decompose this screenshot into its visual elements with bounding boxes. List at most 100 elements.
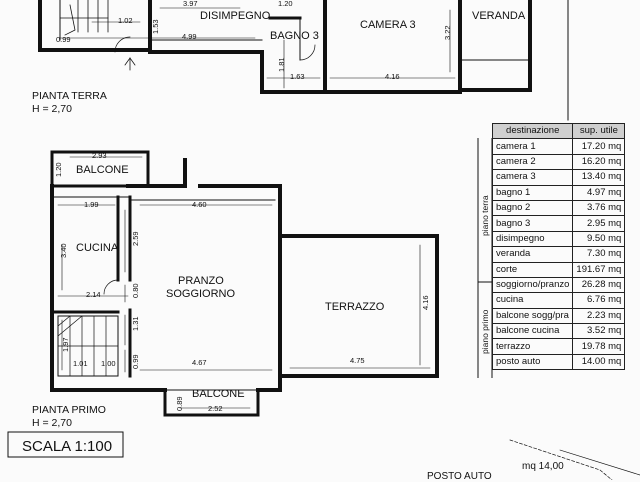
first-floor-height: H = 2,70 — [32, 416, 72, 429]
ground-floor-title: PIANTA TERRA H = 2,70 — [32, 90, 107, 115]
parking-label: POSTO AUTO — [427, 471, 492, 482]
header-destination: destinazione — [491, 122, 574, 140]
row-destination: bagno 1 — [491, 184, 574, 201]
first-floor-walls — [50, 150, 439, 417]
row-destination: camera 3 — [491, 169, 574, 186]
dim-first-252: 2.52 — [208, 404, 223, 413]
dim-ground-499: 4.99 — [182, 32, 197, 41]
dim-first-467: 4.67 — [192, 358, 207, 367]
row-area: 14.00 mq — [572, 353, 626, 371]
row-area: 13.40 mq — [572, 169, 626, 186]
row-area: 19.78 mq — [572, 338, 626, 355]
row-area: 7.30 mq — [572, 246, 626, 263]
room-label-disimpegno: DISIMPEGNO — [200, 10, 271, 22]
room-label-pranzo: PRANZO — [178, 275, 224, 287]
dim-ground-153: 1.53 — [151, 19, 160, 34]
dim-first-100: 1.00 — [101, 359, 116, 368]
dim-ground-102: 1.02 — [118, 16, 133, 25]
row-destination: veranda — [491, 246, 574, 263]
ground-floor-name: PIANTA TERRA — [32, 90, 107, 102]
row-area: 2.23 mq — [572, 307, 626, 325]
row-area: 16.20 mq — [572, 153, 626, 171]
dim-ground-120: 1.20 — [278, 0, 293, 8]
area-table-header: destinazione sup. utile — [491, 122, 626, 140]
row-area: 3.76 mq — [572, 199, 626, 217]
dim-first-099: 0.99 — [131, 354, 140, 369]
row-destination: balcone cucina — [491, 323, 574, 340]
row-destination: terrazzo — [491, 338, 574, 355]
row-area: 17.20 mq — [572, 138, 626, 155]
room-label-bagno-3: BAGNO 3 — [270, 30, 319, 42]
row-destination: cucina — [491, 292, 574, 309]
row-destination: balcone sogg/pra — [491, 307, 574, 325]
dim-ground-163: 1.63 — [290, 72, 305, 81]
dim-first-214: 2.14 — [86, 290, 101, 299]
scale-box — [7, 431, 124, 458]
dim-first-199: 1.99 — [84, 200, 99, 209]
row-area: 9.50 mq — [572, 230, 626, 248]
dim-ground-397: 3.97 — [183, 0, 198, 8]
row-area: 2.95 mq — [572, 215, 626, 232]
scale-label: SCALA 1:100 — [22, 438, 113, 455]
dim-first-089: 0.89 — [175, 396, 184, 411]
dim-first-293: 2.93 — [92, 151, 107, 160]
room-label-soggiorno: SOGGIORNO — [166, 288, 236, 300]
row-area: 26.28 mq — [572, 276, 626, 294]
dim-first-101: 1.01 — [73, 359, 88, 368]
dim-ground-181: 1.81 — [277, 57, 286, 72]
row-area: 3.52 mq — [572, 323, 626, 340]
dim-first-416: 4.16 — [421, 295, 430, 310]
room-label-veranda: VERANDA — [472, 10, 526, 22]
parking-area: mq 14,00 — [522, 461, 564, 472]
first-floor-name: PIANTA PRIMO — [32, 404, 106, 416]
row-destination: posto auto — [491, 353, 574, 371]
room-label-camera-3: CAMERA 3 — [360, 19, 416, 31]
dim-ground-416: 4.16 — [385, 72, 400, 81]
dim-first-131: 1.31 — [131, 316, 140, 331]
header-area: sup. utile — [572, 122, 626, 140]
dim-first-460: 4.60 — [192, 200, 207, 209]
dim-first-340: 3.40 — [59, 243, 68, 258]
dim-ground-099: 0.99 — [56, 35, 71, 44]
dim-first-120: 1.20 — [54, 162, 63, 177]
row-destination: bagno 2 — [491, 199, 574, 217]
row-area: 6.76 mq — [572, 292, 626, 309]
room-label-cucina: CUCINA — [76, 242, 119, 254]
dim-first-475: 4.75 — [350, 356, 365, 365]
row-area: 191.67 mq — [572, 261, 626, 278]
dim-first-080: 0.80 — [131, 283, 140, 298]
row-destination: camera 2 — [491, 153, 574, 171]
dim-first-197: 1.97 — [61, 337, 70, 352]
room-label-balcone-bottom: BALCONE — [192, 388, 245, 400]
row-destination: corte — [491, 261, 574, 278]
ground-floor-walls — [38, 0, 569, 121]
room-label-terrazzo: TERRAZZO — [325, 301, 385, 313]
first-floor-title: PIANTA PRIMO H = 2,70 — [32, 404, 106, 429]
room-label-balcone-top: BALCONE — [76, 164, 129, 176]
dim-first-259: 2.59 — [131, 231, 140, 246]
row-destination: bagno 3 — [491, 215, 574, 232]
row-destination: soggiorno/pranzo — [491, 276, 574, 294]
dim-ground-322: 3.22 — [443, 25, 452, 40]
row-destination: camera 1 — [491, 138, 574, 155]
ground-floor-height: H = 2,70 — [32, 102, 72, 115]
row-area: 4.97 mq — [572, 184, 626, 201]
row-destination: disimpegno — [491, 230, 574, 248]
